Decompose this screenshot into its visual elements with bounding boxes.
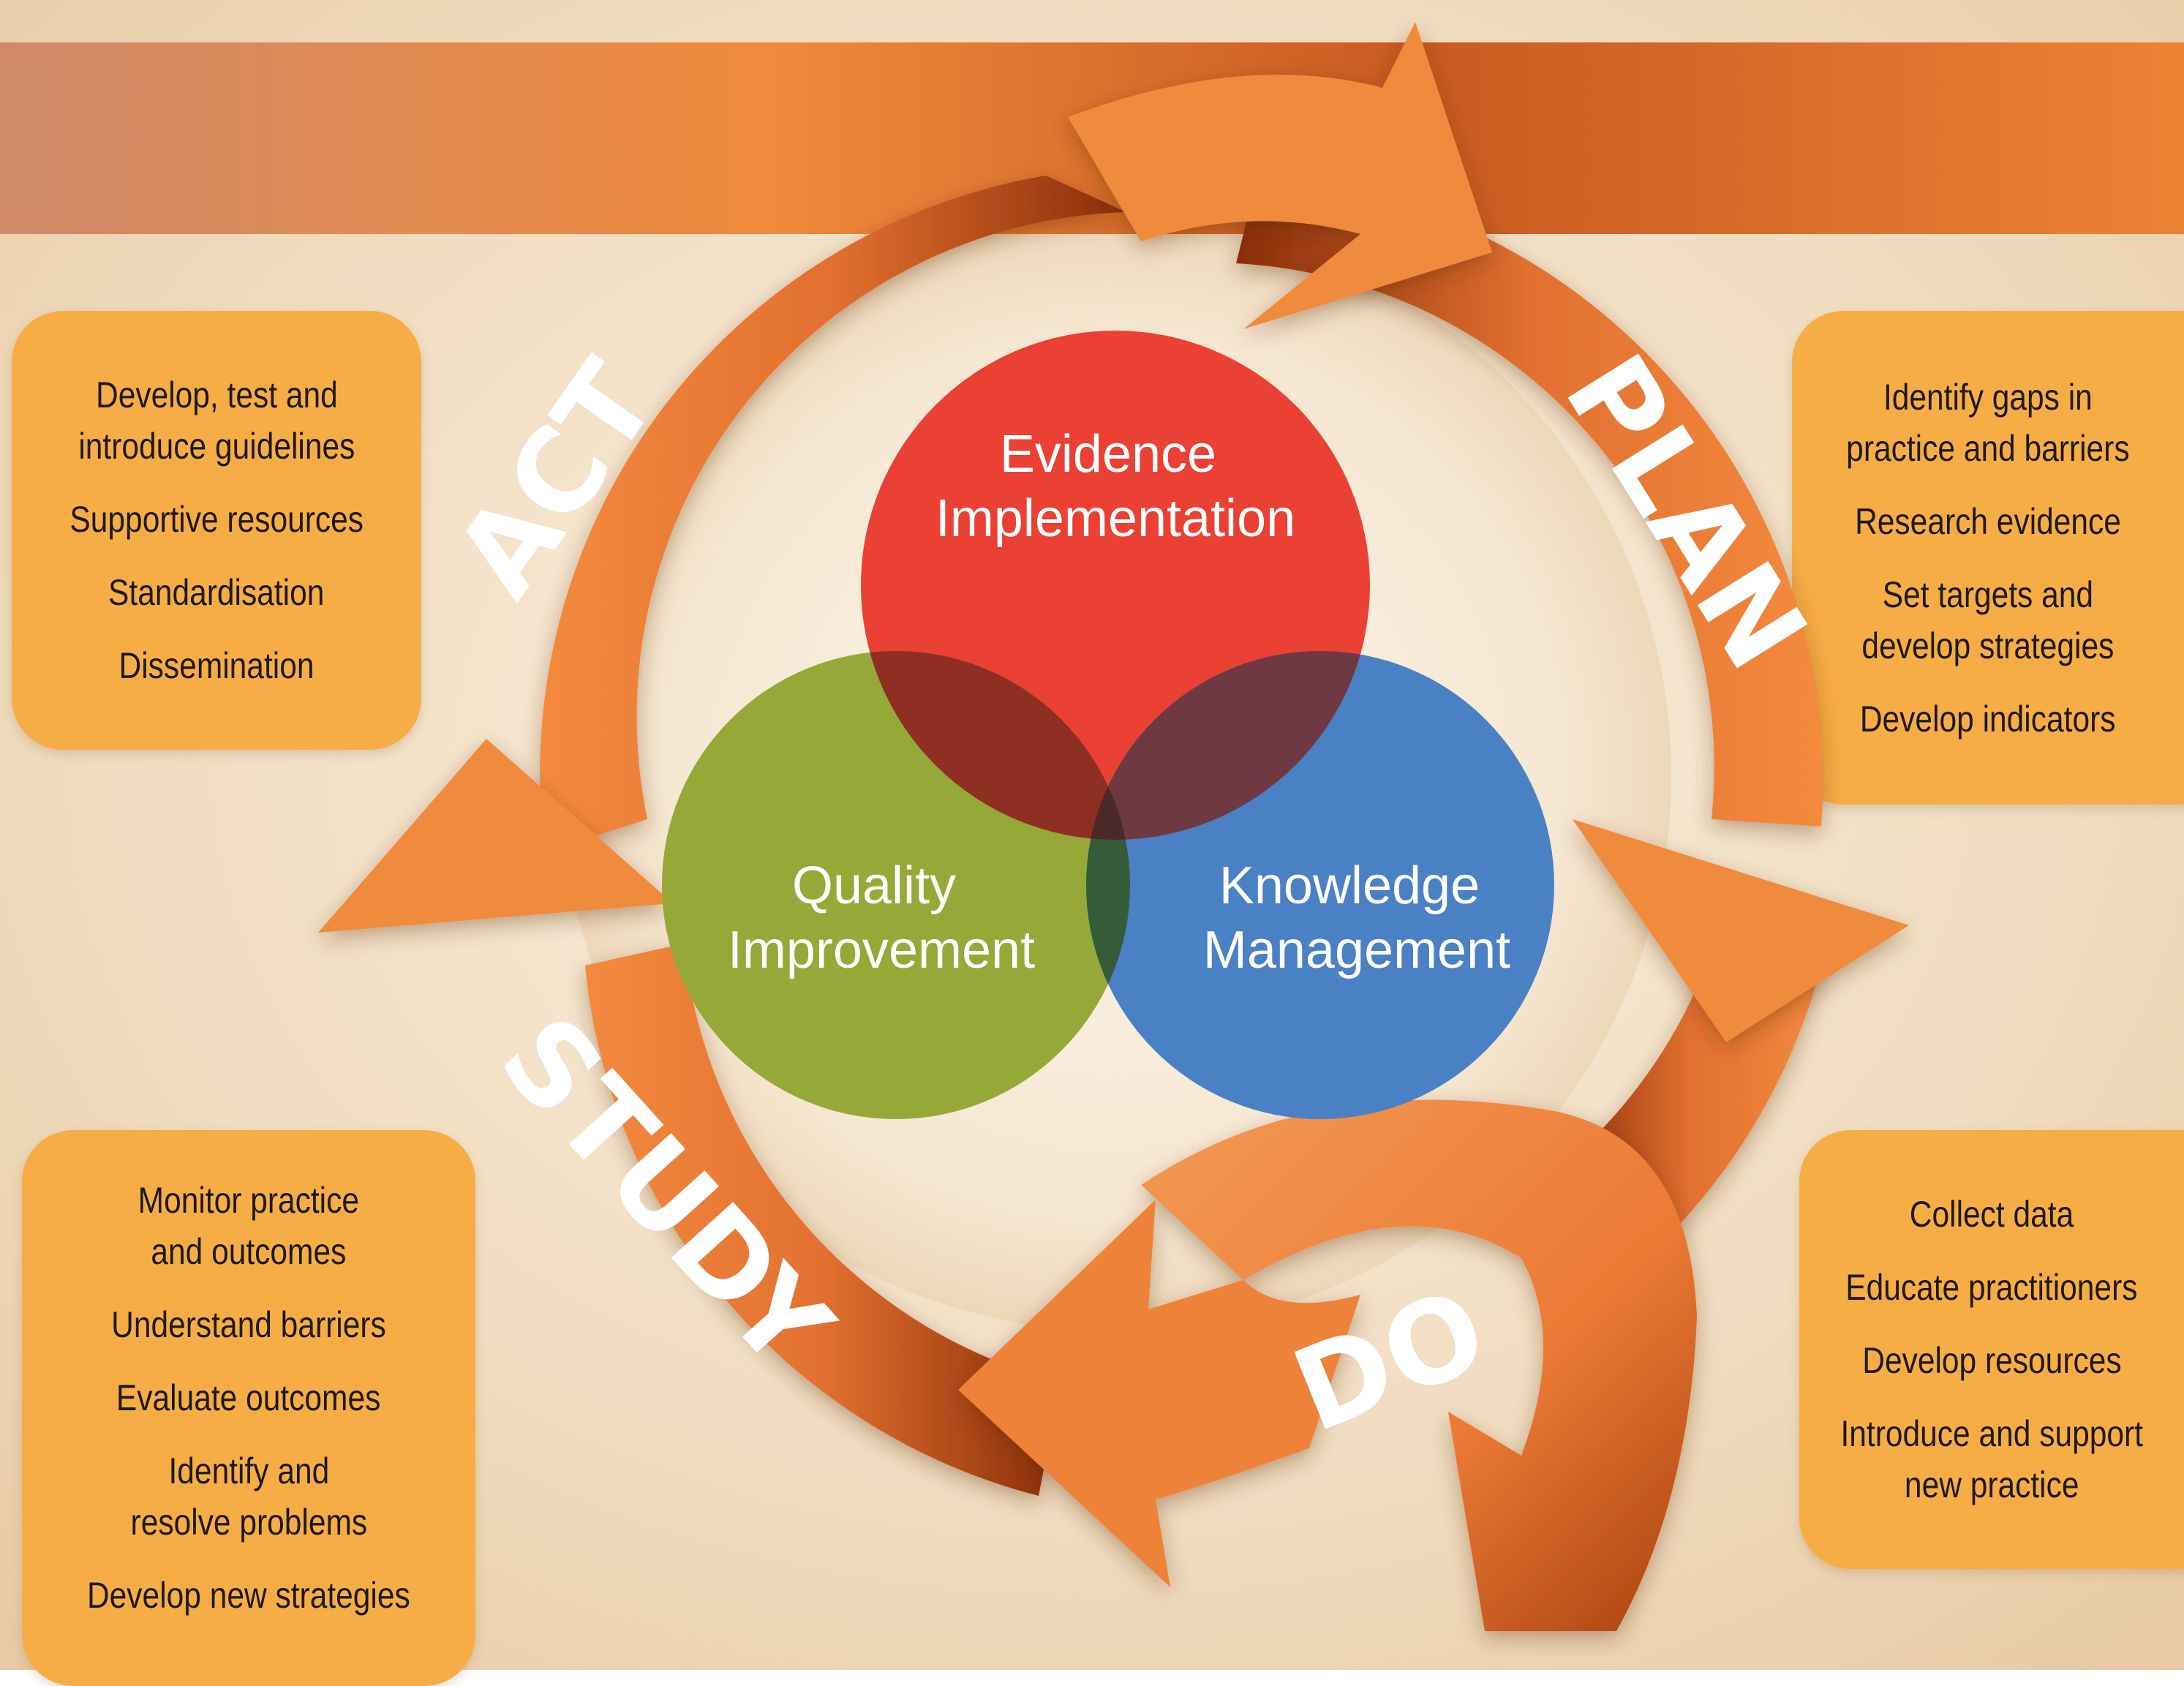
list-item: Collect data [1909,1194,2074,1235]
act-arrowhead [1068,22,1492,329]
cycle-ring [540,176,1823,1496]
quality-label-line2: Improvement [728,921,1035,979]
list-item: Monitor practice and outcomes [138,1180,360,1272]
arrowheads [318,22,1909,1631]
plan-arrow [1236,176,1823,827]
list-item: Dissemination [118,645,315,686]
evidence-label-line1: Evidence [1000,425,1216,483]
act-arrow [540,176,1126,852]
list-item: Understand barriers [111,1304,386,1345]
knowledge-label-line1: Knowledge [1219,857,1480,915]
do-panel: Collect data Educate practitioners Devel… [1799,1130,2184,1569]
do-arrow [1141,1099,1697,1631]
list-item: Research evidence [1855,500,2121,542]
list-item: Standardisation [108,572,325,613]
list-item: Develop indicators [1860,698,2116,739]
do-arrow-left [958,1200,1360,1587]
study-arrow [585,944,1061,1496]
list-item: Identify gaps in practice and barriers [1846,376,2130,469]
plan-panel-list: Identify gaps in practice and barriers R… [1792,311,2184,805]
study-arrowhead [318,739,673,933]
act-panel-list: Develop, test and introduce guidelines S… [12,311,421,750]
plan-label: PLAN [1540,333,1833,692]
list-item: Introduce and support new practice [1840,1413,2143,1505]
evidence-label-line2: Implementation [935,489,1295,548]
plan-arrowhead [1573,819,1909,1042]
list-item: Develop resources [1861,1340,2122,1381]
list-item: Develop new strategies [87,1575,410,1616]
quality-label: Quality Improvement [728,857,1035,979]
do-panel-list: Collect data Educate practitioners Devel… [1799,1130,2184,1569]
study-panel: Monitor practice and outcomes Understand… [22,1130,475,1686]
study-panel-list: Monitor practice and outcomes Understand… [22,1130,475,1666]
knowledge-label: Knowledge Management [1203,857,1510,979]
list-item: Educate practitioners [1845,1267,2138,1308]
list-item: Develop, test and introduce guidelines [78,375,355,467]
list-item: Identify and resolve problems [130,1450,367,1543]
knowledge-label-line2: Management [1203,921,1510,979]
venn-diagram: Evidence Implementation Quality Improvem… [662,331,1554,1119]
list-item: Set targets and develop strategies [1861,573,2115,666]
overlap-regions [861,651,1370,1119]
act-panel: Develop, test and introduce guidelines S… [12,311,421,750]
plan-panel: Identify gaps in practice and barriers R… [1792,311,2184,805]
list-item: Evaluate outcomes [116,1377,381,1418]
list-item: Supportive resources [69,499,364,540]
evidence-label: Evidence Implementation [935,425,1295,548]
quality-label-line1: Quality [792,857,956,915]
